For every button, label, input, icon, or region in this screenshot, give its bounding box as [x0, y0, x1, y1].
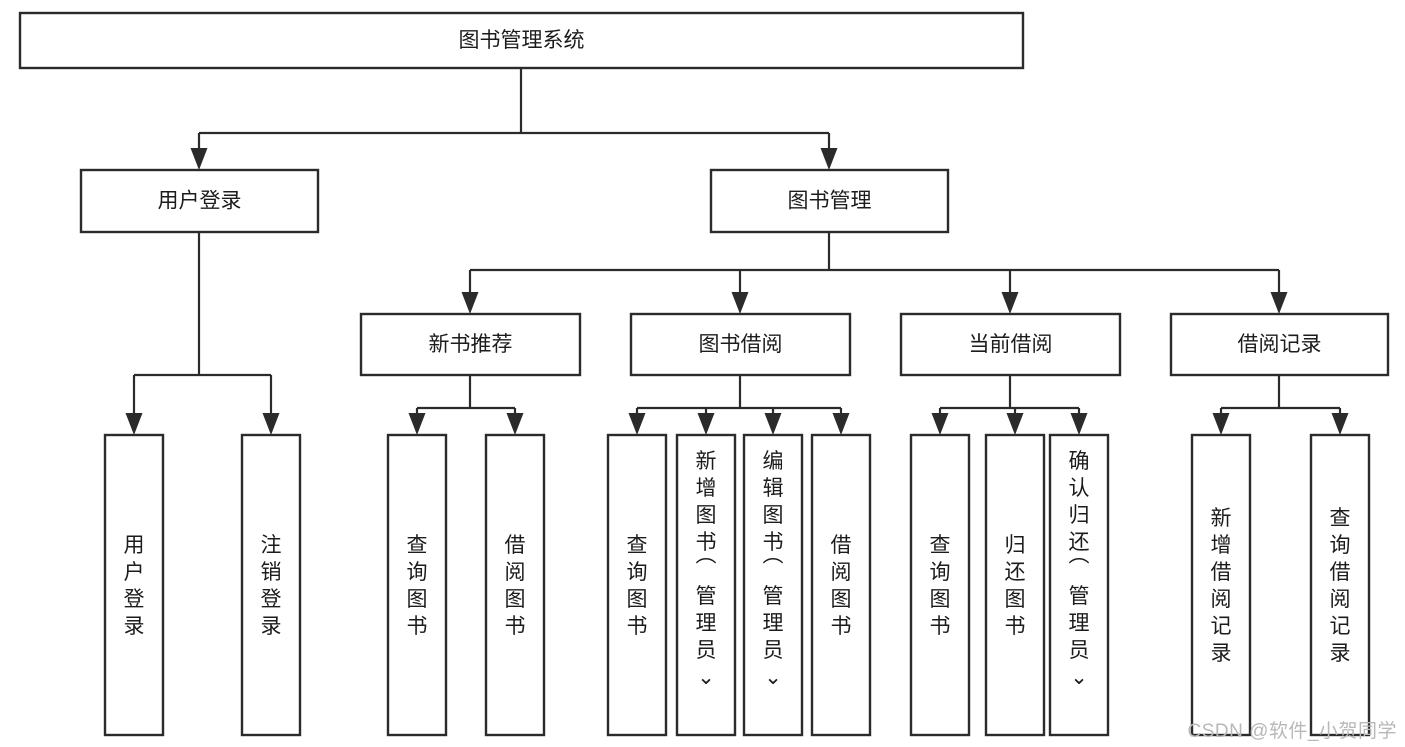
connector-group-root-to-level2 — [190, 68, 838, 170]
node-label-root: 图书管理系统 — [459, 29, 585, 52]
arrow-head-1 — [1331, 413, 1349, 435]
arrow-head-2 — [1070, 413, 1088, 435]
node-leaf-confirm-return[interactable]: 确认归还⌒管理员⌄ — [1048, 433, 1110, 737]
node-root[interactable]: 图书管理系统 — [18, 11, 1025, 70]
node-box-leaf-borrow-book-2[interactable] — [810, 433, 872, 737]
node-book-management[interactable]: 图书管理 — [709, 168, 950, 234]
node-box-new-book-recommend[interactable] — [359, 312, 582, 377]
node-label-book-borrow: 图书借阅 — [699, 333, 783, 356]
node-box-leaf-return-book[interactable] — [984, 433, 1046, 737]
connector-group-book-management-to-level3 — [461, 232, 1288, 314]
node-label-leaf-borrow-book-2: 借阅图书 — [831, 534, 852, 638]
node-box-leaf-query-book-2[interactable] — [606, 433, 668, 737]
arrow-head-2 — [764, 413, 782, 435]
connectors-layer — [125, 68, 1349, 435]
arrow-head-1 — [820, 148, 838, 170]
node-box-leaf-query-book-1[interactable] — [386, 433, 448, 737]
node-leaf-query-book-2[interactable]: 查询图书 — [606, 433, 668, 737]
node-label-leaf-confirm-return: 确认归还⌒管理员⌄ — [1069, 450, 1090, 689]
node-box-leaf-add-book[interactable] — [675, 433, 737, 737]
node-label-book-management: 图书管理 — [788, 190, 872, 213]
arrow-head-1 — [1006, 413, 1024, 435]
node-box-user-login[interactable] — [79, 168, 320, 234]
arrow-head-0 — [461, 292, 479, 314]
node-leaf-return-book[interactable]: 归还图书 — [984, 433, 1046, 737]
node-label-borrow-records: 借阅记录 — [1238, 333, 1322, 356]
node-label-leaf-query-book-3: 查询图书 — [930, 534, 951, 638]
node-label-leaf-query-borrow-record: 查询借阅记录 — [1330, 507, 1351, 665]
node-label-leaf-query-book-1: 查询图书 — [407, 534, 428, 638]
node-box-leaf-borrow-book-1[interactable] — [484, 433, 546, 737]
arrow-head-1 — [506, 413, 524, 435]
connector-group-user-login-to-leaves — [125, 232, 280, 435]
node-label-leaf-add-book: 新增图书⌒管理员⌄ — [696, 450, 717, 689]
node-box-book-borrow[interactable] — [629, 312, 852, 377]
node-new-book-recommend[interactable]: 新书推荐 — [359, 312, 582, 377]
node-label-current-borrow: 当前借阅 — [969, 333, 1053, 356]
node-label-leaf-add-borrow-record: 新增借阅记录 — [1211, 507, 1232, 665]
connector-group-new-book-recommend-to-leaves — [408, 375, 524, 435]
node-box-leaf-confirm-return[interactable] — [1048, 433, 1110, 737]
node-leaf-query-borrow-record[interactable]: 查询借阅记录 — [1309, 433, 1371, 737]
arrow-head-2 — [1001, 292, 1019, 314]
node-box-leaf-add-borrow-record[interactable] — [1190, 433, 1252, 737]
node-leaf-query-book-1[interactable]: 查询图书 — [386, 433, 448, 737]
node-box-book-management[interactable] — [709, 168, 950, 234]
node-leaf-add-book[interactable]: 新增图书⌒管理员⌄ — [675, 433, 737, 737]
node-label-leaf-logout: 注销登录 — [261, 534, 282, 638]
node-leaf-add-borrow-record[interactable]: 新增借阅记录 — [1190, 433, 1252, 737]
arrow-head-3 — [832, 413, 850, 435]
arrow-head-0 — [408, 413, 426, 435]
node-leaf-user-login[interactable]: 用户登录 — [103, 433, 165, 737]
node-label-user-login: 用户登录 — [158, 190, 242, 213]
arrow-head-1 — [697, 413, 715, 435]
arrow-head-1 — [262, 413, 280, 435]
arrow-head-0 — [931, 413, 949, 435]
node-label-new-book-recommend: 新书推荐 — [429, 333, 513, 356]
node-leaf-borrow-book-2[interactable]: 借阅图书 — [810, 433, 872, 737]
node-book-borrow[interactable]: 图书借阅 — [629, 312, 852, 377]
node-label-leaf-edit-book: 编辑图书⌒管理员⌄ — [763, 450, 784, 689]
node-leaf-edit-book[interactable]: 编辑图书⌒管理员⌄ — [742, 433, 804, 737]
arrow-head-1 — [731, 292, 749, 314]
node-box-leaf-query-book-3[interactable] — [909, 433, 971, 737]
node-box-leaf-user-login[interactable] — [103, 433, 165, 737]
node-leaf-logout[interactable]: 注销登录 — [240, 433, 302, 737]
node-label-leaf-user-login: 用户登录 — [124, 534, 145, 638]
connector-group-book-borrow-to-leaves — [628, 375, 850, 435]
node-borrow-records[interactable]: 借阅记录 — [1169, 312, 1390, 377]
connector-group-borrow-records-to-leaves — [1212, 375, 1349, 435]
arrow-head-3 — [1270, 292, 1288, 314]
connector-group-current-borrow-to-leaves — [931, 375, 1088, 435]
node-label-leaf-return-book: 归还图书 — [1005, 534, 1026, 638]
node-current-borrow[interactable]: 当前借阅 — [899, 312, 1122, 377]
arrow-head-0 — [125, 413, 143, 435]
arrow-head-0 — [1212, 413, 1230, 435]
node-box-leaf-logout[interactable] — [240, 433, 302, 737]
node-leaf-query-book-3[interactable]: 查询图书 — [909, 433, 971, 737]
node-label-leaf-query-book-2: 查询图书 — [627, 534, 648, 638]
node-leaf-borrow-book-1[interactable]: 借阅图书 — [484, 433, 546, 737]
csdn-watermark: CSDN @软件_小贺同学 — [1187, 721, 1397, 742]
node-label-leaf-borrow-book-1: 借阅图书 — [505, 534, 526, 638]
node-user-login[interactable]: 用户登录 — [79, 168, 320, 234]
node-box-root[interactable] — [18, 11, 1025, 70]
node-box-leaf-query-borrow-record[interactable] — [1309, 433, 1371, 737]
nodes-layer: 图书管理系统用户登录图书管理新书推荐图书借阅当前借阅借阅记录用户登录注销登录查询… — [18, 11, 1390, 737]
arrow-head-0 — [628, 413, 646, 435]
node-box-leaf-edit-book[interactable] — [742, 433, 804, 737]
node-box-borrow-records[interactable] — [1169, 312, 1390, 377]
node-box-current-borrow[interactable] — [899, 312, 1122, 377]
arrow-head-0 — [190, 148, 208, 170]
